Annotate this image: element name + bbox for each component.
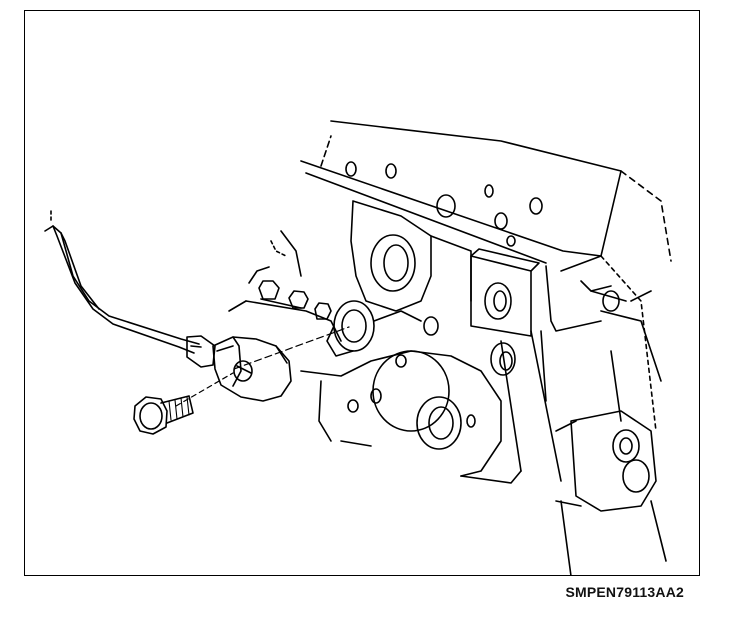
sensor-harness <box>44 210 216 368</box>
knock-sensor-illustration <box>44 120 672 575</box>
engine-block <box>228 120 672 575</box>
mounting-bolt <box>133 395 194 435</box>
diagram-frame <box>24 10 700 576</box>
knock-sensor <box>212 336 292 402</box>
figure-code: SMPEN79113AA2 <box>565 584 684 600</box>
mounting-axis <box>233 326 350 370</box>
